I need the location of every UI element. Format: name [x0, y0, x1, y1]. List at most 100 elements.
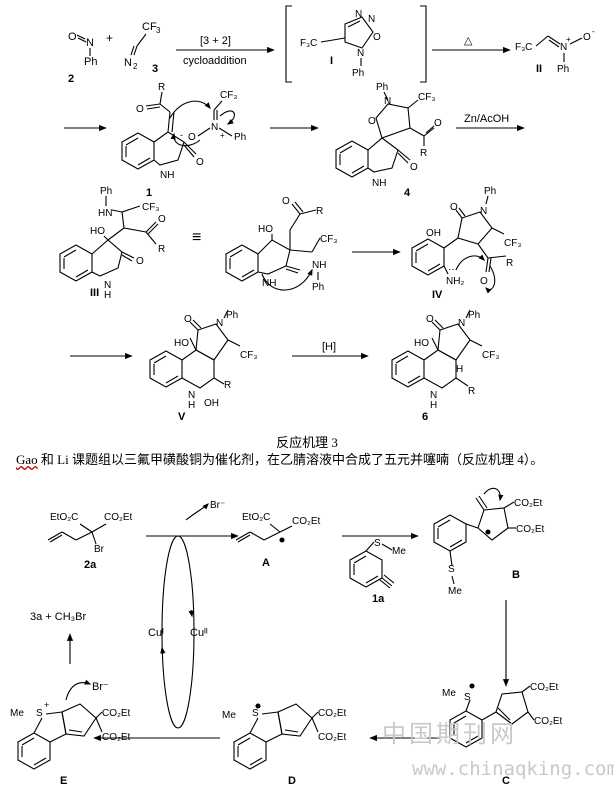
svg-text:+: +	[44, 700, 49, 710]
svg-text:R: R	[224, 380, 231, 391]
label-IV: IV	[432, 289, 443, 301]
svg-text:HO: HO	[174, 338, 189, 349]
label-A: A	[262, 557, 270, 569]
svg-text:Ph: Ph	[557, 64, 569, 75]
svg-text:O: O	[368, 116, 376, 127]
svg-text:O: O	[434, 118, 442, 129]
bromide-out-label: Br⁻	[92, 681, 109, 693]
svg-text:S: S	[252, 708, 259, 719]
label-D: D	[288, 775, 296, 787]
svg-text:H: H	[456, 364, 463, 375]
body-paragraph: Gao 和 Li 课题组以三氟甲磺酸铜为催化剂，在乙腈溶液中合成了五元并噻喃（反…	[6, 450, 606, 470]
svg-text:Ph: Ph	[484, 186, 496, 197]
svg-text:CO₂Et: CO₂Et	[534, 716, 563, 727]
svg-text:N: N	[216, 318, 223, 329]
svg-text:O: O	[480, 276, 488, 287]
label-4: 4	[404, 187, 411, 199]
svg-text:+: +	[220, 131, 225, 140]
svg-text:N: N	[104, 280, 111, 291]
svg-text:N: N	[480, 206, 487, 217]
label-III: III	[90, 287, 99, 299]
svg-text:R: R	[158, 82, 165, 93]
svg-text:H: H	[188, 400, 195, 411]
intermediate-IV: OH O N Ph CF₃ R O NH₂ ··	[411, 186, 521, 294]
watermark: 中国期刊网 www.chinaqking.com	[382, 710, 614, 787]
svg-text:Me: Me	[222, 710, 236, 721]
svg-text:HO: HO	[258, 224, 273, 235]
svg-text:F: F	[300, 38, 306, 49]
cu-I-label: Cuᴵ	[148, 627, 164, 639]
svg-text:2: 2	[133, 62, 138, 71]
arrow-label-zn: Zn/AcOH	[464, 113, 509, 125]
svg-text:CF₃: CF₃	[240, 350, 257, 361]
svg-text:S: S	[374, 538, 381, 549]
product-3a: 3a + CH₃Br	[30, 611, 86, 623]
intermediate-E: S + Me CO₂Et CO₂Et	[10, 700, 131, 770]
svg-text:OH: OH	[426, 228, 441, 239]
svg-text:HN: HN	[98, 208, 112, 219]
scheme-caption: 反应机理 3	[276, 435, 338, 450]
svg-text:Ph: Ph	[352, 68, 364, 79]
compound-1a: S Me	[349, 538, 406, 589]
svg-text:R: R	[468, 386, 475, 397]
label-B: B	[512, 569, 520, 581]
intermediate-III-alt: NH HO O R CF₃ NH Ph	[225, 196, 337, 293]
label-V: V	[178, 411, 186, 423]
svg-text:O: O	[410, 162, 418, 173]
arrow-label-H: [H]	[322, 341, 336, 353]
compound-2: O N Ph	[68, 31, 97, 68]
svg-text:CO₂Et: CO₂Et	[530, 682, 559, 693]
svg-text:CO₂Et: CO₂Et	[292, 516, 321, 527]
label-E: E	[60, 775, 67, 787]
svg-text:CO₂Et: CO₂Et	[516, 524, 545, 535]
svg-text:N: N	[430, 390, 437, 401]
label-I: I	[330, 55, 333, 67]
svg-text:O: O	[136, 104, 144, 115]
intermediate-B: S Me CO₂Et CO₂Et	[433, 487, 545, 597]
svg-text:R: R	[316, 206, 323, 217]
svg-text:HO: HO	[414, 338, 429, 349]
svg-text:O: O	[158, 214, 166, 225]
watermark-url: www.chinaqking.com	[412, 758, 614, 780]
svg-text:+: +	[566, 35, 571, 44]
svg-text:Ph: Ph	[226, 310, 238, 321]
svg-text:EtO₂C: EtO₂C	[50, 512, 78, 523]
arrow-label-heat: △	[464, 35, 473, 47]
svg-text:EtO₂C: EtO₂C	[242, 512, 270, 523]
svg-text:Ph: Ph	[234, 132, 246, 143]
svg-text:R: R	[158, 244, 165, 255]
svg-text:N: N	[384, 96, 391, 107]
svg-text:N: N	[86, 37, 94, 49]
svg-text:Ph: Ph	[376, 82, 388, 93]
watermark-text: 中国期刊网	[382, 720, 517, 748]
svg-text:Me: Me	[442, 688, 456, 699]
svg-text:O: O	[583, 32, 591, 43]
svg-text:Ph: Ph	[100, 186, 112, 197]
svg-text:F₃C: F₃C	[515, 42, 532, 53]
label-1a: 1a	[372, 593, 385, 605]
svg-text:CF₃: CF₃	[320, 234, 337, 245]
svg-text:R: R	[420, 148, 427, 159]
svg-text:CF₃: CF₃	[504, 238, 521, 249]
svg-text:Ph: Ph	[84, 56, 97, 68]
copper-cycle: Br⁻	[65, 500, 239, 742]
svg-text:CF₃: CF₃	[418, 92, 435, 103]
label-2a: 2a	[84, 559, 97, 571]
svg-text:N: N	[357, 48, 364, 59]
svg-text:HO: HO	[90, 226, 105, 237]
label-6: 6	[422, 411, 428, 423]
svg-text:O: O	[426, 314, 434, 325]
label-II: II	[536, 63, 542, 75]
svg-text:S: S	[36, 708, 43, 719]
svg-text:O: O	[196, 157, 204, 168]
author-gao: Gao	[16, 452, 38, 467]
svg-text:3: 3	[156, 26, 161, 35]
svg-text:R: R	[506, 258, 513, 269]
svg-text:N: N	[355, 9, 362, 20]
svg-text:Me: Me	[10, 708, 24, 719]
svg-text:O: O	[450, 202, 458, 213]
svg-text:NH₂: NH₂	[446, 276, 464, 287]
svg-text:NH: NH	[312, 260, 326, 271]
svg-text:NH: NH	[372, 178, 386, 189]
